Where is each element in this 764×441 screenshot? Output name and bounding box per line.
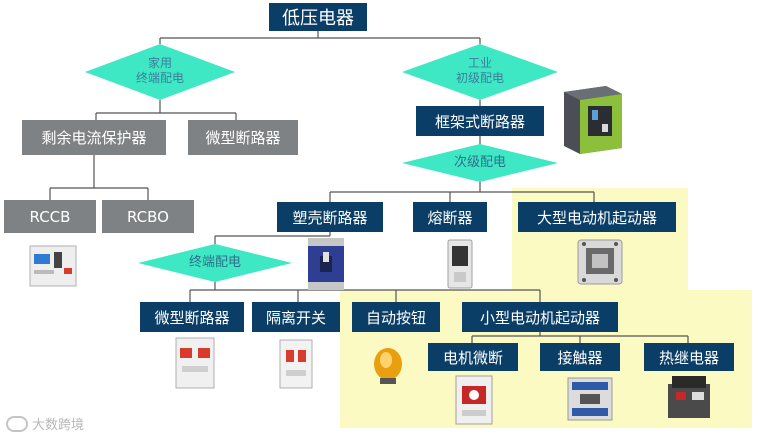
thermal-relay-image	[668, 376, 710, 418]
watermark-logo-icon	[6, 415, 28, 432]
node-push-button: 自动按钮	[352, 302, 440, 332]
rccb-device-image	[29, 245, 77, 287]
node-mcb-terminal: 微型断路器	[140, 302, 244, 332]
diamond-terminal-label: 终端配电	[188, 255, 242, 270]
mccb-device-image	[308, 238, 344, 290]
diamond-secondary-label: 次级配电	[453, 155, 507, 170]
mcb-device-image	[175, 337, 215, 389]
node-contactor: 接触器	[540, 343, 620, 371]
diamond-household-line2: 终端配电	[135, 71, 185, 85]
node-small-motor-starter: 小型电动机起动器	[462, 302, 618, 332]
contactor-image	[567, 377, 613, 421]
motor-breaker-image	[455, 375, 493, 425]
diamond-household-label: 家用 终端配电	[136, 56, 184, 86]
node-rccb: RCCB	[4, 200, 96, 233]
diamond-industrial-label: 工业 初级配电	[456, 56, 504, 86]
node-isolator: 隔离开关	[252, 302, 340, 332]
node-large-motor-starter: 大型电动机起动器	[518, 202, 676, 232]
push-button-image	[374, 348, 402, 384]
watermark: 大数跨境	[6, 414, 84, 433]
diamond-terminal	[138, 244, 292, 282]
diamond-household	[85, 44, 235, 100]
node-rcd: 剩余电流保护器	[22, 120, 166, 155]
diamond-secondary	[402, 144, 558, 182]
diamond-industrial	[402, 44, 558, 100]
root-node: 低压电器	[269, 3, 367, 31]
isolator-device-image	[279, 339, 313, 389]
watermark-text: 大数跨境	[32, 418, 85, 433]
node-acb: 框架式断路器	[416, 106, 544, 136]
node-rcbo: RCBO	[102, 200, 194, 233]
node-fuse: 熔断器	[413, 202, 487, 232]
large-contactor-image	[577, 239, 623, 285]
fuse-holder-image	[447, 239, 473, 289]
node-mccb: 塑壳断路器	[277, 202, 383, 232]
node-motor-breaker: 电机微断	[428, 343, 518, 371]
acb-breaker-image	[564, 86, 622, 154]
diamond-industrial-line1: 工业	[467, 56, 493, 70]
node-thermal-relay: 热继电器	[644, 343, 734, 371]
diamond-industrial-line2: 初级配电	[455, 71, 505, 85]
node-mcb-home: 微型断路器	[188, 120, 298, 155]
diamond-household-line1: 家用	[147, 56, 173, 70]
